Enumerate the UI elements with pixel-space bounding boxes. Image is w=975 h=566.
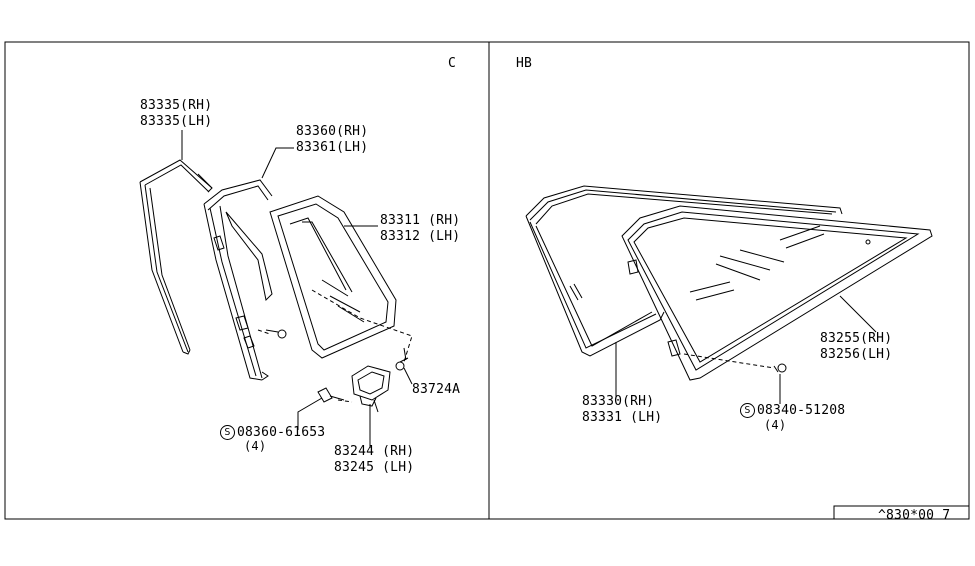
label-83724a: 83724A (412, 382, 461, 397)
label-83330-rh: 83330(RH) (582, 394, 655, 409)
label-83244-rh: 83244 (RH) (334, 444, 415, 459)
assembly-dashed-lines (257, 289, 413, 403)
label-83360-rh: 83360(RH) (296, 124, 369, 139)
label-83335-rh: 83335(RH) (140, 98, 213, 113)
bolt-08360 (317, 387, 345, 403)
diagram-frame (4, 41, 970, 520)
sash-83360 (203, 179, 273, 381)
label-83312-lh: 83312 (LH) (380, 229, 461, 244)
label-83361-lh: 83361(LH) (296, 140, 369, 155)
glass-83311 (269, 195, 397, 359)
leader-08360 (297, 397, 323, 430)
symbol-s-left: S (220, 425, 235, 440)
bracket-83244 (351, 365, 391, 413)
clip-83724a (395, 347, 413, 385)
code-08340: 08340-51208 (757, 403, 846, 418)
qty-08340: (4) (764, 418, 787, 432)
leader-83255 (839, 295, 877, 333)
panel-code-hb: HB (516, 56, 533, 71)
molding-83330 (525, 185, 843, 357)
weatherstrip-83335 (139, 159, 213, 355)
code-08360: 08360-61653 (237, 425, 326, 440)
label-83331-lh: 83331 (LH) (582, 410, 663, 425)
panel-code-c: C (448, 56, 457, 71)
bolt-08340 (683, 353, 787, 373)
label-83255-rh: 83255(RH) (820, 331, 893, 346)
label-83256-lh: 83256(LH) (820, 347, 893, 362)
label-83245-lh: 83245 (LH) (334, 460, 415, 475)
label-83311-rh: 83311 (RH) (380, 213, 461, 228)
qty-08360: (4) (244, 439, 267, 453)
leader-83360 (261, 147, 294, 179)
screw-left-upper (265, 329, 287, 339)
glass-83255 (621, 205, 933, 381)
footer-box (833, 505, 969, 519)
footer-ref-code: ^830*00 7 (878, 508, 951, 523)
label-83335-lh: 83335(LH) (140, 114, 213, 129)
symbol-s-right: S (740, 403, 755, 418)
